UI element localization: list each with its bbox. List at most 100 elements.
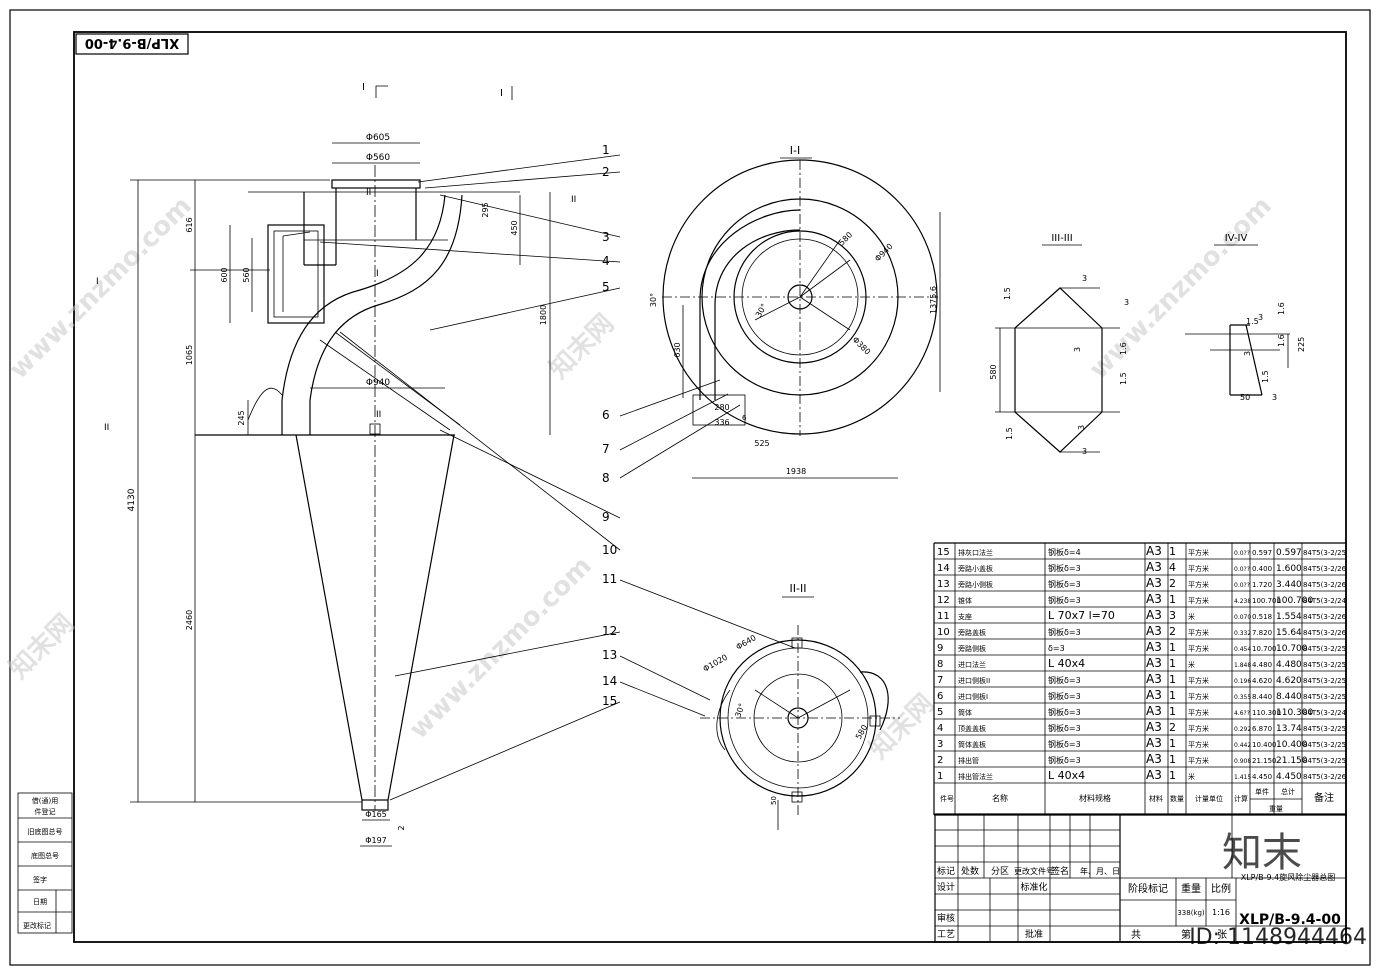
bom-cell-calc: 0.908 bbox=[1234, 758, 1251, 765]
bom-cell-name: 旁路盖板 bbox=[958, 628, 986, 637]
bom-cell-unit: 平方米 bbox=[1188, 692, 1209, 701]
bom-cell-code: 84T5(3-2/26 bbox=[1303, 581, 1347, 589]
bom-cell-name: 旁路小盖板 bbox=[958, 564, 993, 573]
dim-s16: 1.6 bbox=[1277, 302, 1286, 315]
bom-header-unit: 计量单位 bbox=[1195, 794, 1223, 803]
bom-cell-code: 84T5(3-2/24 bbox=[1303, 597, 1347, 605]
bom-cell-no: 4 bbox=[937, 723, 943, 734]
bom-cell-unit: 平方米 bbox=[1188, 596, 1209, 605]
bom-cell-total-weight: 100.700 bbox=[1276, 596, 1313, 606]
bom-cell-spec: 钢板δ=3 bbox=[1048, 739, 1081, 749]
bom-header-calc: 计算 bbox=[1234, 794, 1248, 803]
bom-cell-calc: 0.332 bbox=[1234, 630, 1251, 637]
title-block: 标记 处数 分区 更改文件号 签名 年、月、日 设计 标准化 审核 工艺 批准 … bbox=[934, 813, 1347, 943]
bom-cell-qty: 1 bbox=[1169, 753, 1176, 766]
dim-s3: 3 bbox=[1082, 274, 1087, 283]
dim-h560: 560 bbox=[242, 267, 251, 282]
bom-cell-qty: 1 bbox=[1169, 545, 1176, 558]
watermark-text: 知末网 bbox=[4, 609, 80, 685]
dim-s225: 225 bbox=[1297, 337, 1306, 352]
bom-cell-spec: L 70x7 l=70 bbox=[1048, 609, 1115, 622]
section-title-I-I: I-I bbox=[790, 144, 800, 157]
callout-15: 15 bbox=[602, 694, 617, 708]
dim-h245: 245 bbox=[237, 410, 246, 425]
bom-cell-total-weight: 1.554 bbox=[1276, 612, 1302, 622]
bom-cell-calc: 0.0?? bbox=[1234, 566, 1250, 573]
bom-cell-total-weight: 13.74 bbox=[1276, 724, 1302, 734]
bom-cell-unit: 平方米 bbox=[1188, 740, 1209, 749]
bom-cell-calc: 0.0?? bbox=[1234, 582, 1250, 589]
bom-cell-name: 进口侧板II bbox=[958, 676, 990, 685]
bom-header-no: 件号 bbox=[940, 794, 954, 803]
bom-cell-unit: 平方米 bbox=[1188, 676, 1209, 685]
bom-cell-unit-weight: 100.700 bbox=[1252, 597, 1281, 605]
bom-cell-spec: 钢板δ=3 bbox=[1048, 595, 1081, 605]
dim-r30b: 30° bbox=[733, 702, 746, 718]
callout-14: 14 bbox=[602, 674, 617, 688]
bom-cell-qty: 2 bbox=[1169, 625, 1176, 638]
inner-frame bbox=[73, 31, 1347, 943]
bom-cell-spec: 钢板δ=3 bbox=[1048, 579, 1081, 589]
bom-cell-no: 9 bbox=[937, 643, 943, 654]
dim-h4130: 4130 bbox=[127, 488, 137, 511]
bom-cell-unit-weight: 4.620 bbox=[1252, 677, 1272, 685]
bom-cell-unit: 平方米 bbox=[1188, 628, 1209, 637]
bom-cell-total-weight: 15.64 bbox=[1276, 628, 1302, 638]
dim-s15: 1.5 bbox=[1005, 427, 1014, 440]
dim-d640: Φ640 bbox=[735, 633, 758, 652]
bom-cell-material: A3 bbox=[1146, 576, 1162, 590]
bom-cell-total-weight: 10.700 bbox=[1276, 644, 1308, 654]
tb-review: 审核 bbox=[937, 912, 955, 924]
tb-zone: 分区 bbox=[991, 866, 1009, 877]
bom-cell-spec: L 40x4 bbox=[1048, 769, 1085, 782]
section-mark-II: II bbox=[376, 410, 381, 420]
bom-cell-code: 84T5(3-2/25 bbox=[1303, 741, 1346, 749]
callouts: 1 2 3 4 5 6 7 8 9 10 11 12 13 14 15 bbox=[319, 143, 796, 801]
bom-cell-no: 7 bbox=[937, 675, 943, 686]
bom-cell-name: 排出管法兰 bbox=[958, 772, 993, 781]
bom-cell-qty: 1 bbox=[1169, 705, 1176, 718]
dim-w1375: 1375.6 bbox=[929, 286, 938, 314]
bom-cell-unit-weight: 4.480 bbox=[1252, 661, 1272, 669]
bom-cell-no: 15 bbox=[937, 547, 950, 558]
bom-cell-name: 锥体 bbox=[958, 596, 972, 605]
bom-header-qty: 数量 bbox=[1170, 794, 1184, 803]
dim-w525: 525 bbox=[754, 439, 769, 448]
bom-cell-name: 进口侧板I bbox=[958, 692, 988, 701]
dim-d605: Φ605 bbox=[366, 133, 390, 143]
dim-s16: 1.6 bbox=[1277, 334, 1286, 347]
bom-cell-material: A3 bbox=[1146, 720, 1162, 734]
bom-cell-total-weight: 4.480 bbox=[1276, 660, 1302, 670]
dim-h616: 616 bbox=[185, 217, 194, 232]
bom-cell-code: 84T5(3-2/24 bbox=[1303, 709, 1347, 717]
bom-cell-spec: 钢板δ=4 bbox=[1048, 547, 1081, 557]
drawing-number: XLP/B-9.4-00 bbox=[1239, 912, 1341, 928]
bom-cell-calc: 0.355 bbox=[1234, 694, 1251, 701]
bom-cell-qty: 4 bbox=[1169, 561, 1176, 574]
tb-change-doc: 更改文件号 bbox=[1014, 866, 1054, 876]
section-title-III-III: III-III bbox=[1051, 233, 1072, 244]
bom-cell-unit-weight: 8.440 bbox=[1252, 693, 1272, 701]
bom-cell-no: 5 bbox=[937, 707, 943, 718]
bom-cell-material: A3 bbox=[1146, 544, 1162, 558]
left-block-label: 借(通)用 bbox=[32, 796, 58, 805]
bom-cell-name: 旁路小侧板 bbox=[958, 580, 993, 589]
section-mark-II: II bbox=[104, 423, 109, 433]
bom-cell-spec: 钢板δ=3 bbox=[1048, 563, 1081, 573]
tb-marks: 标记 bbox=[937, 865, 955, 877]
bom-cell-no: 13 bbox=[937, 579, 950, 590]
bom-cell-material: A3 bbox=[1146, 640, 1162, 654]
bom-cell-unit-weight: 0.400 bbox=[1252, 565, 1272, 573]
callout-5: 5 bbox=[602, 280, 610, 294]
bom-cell-material: A3 bbox=[1146, 768, 1162, 782]
dim-w630: 630 bbox=[673, 342, 682, 357]
dim-d580: 580 bbox=[837, 230, 854, 247]
tb-date: 年、月、日 bbox=[1080, 866, 1120, 876]
section-view-III-III: III-III 580 1.5 1.5 1.5 1.6 3 3 3 3 3 bbox=[989, 233, 1129, 456]
bom-cell-qty: 2 bbox=[1169, 577, 1176, 590]
bom-cell-total-weight: 10.400 bbox=[1276, 740, 1308, 750]
bom-cell-code: 84T5(3-2/25 bbox=[1303, 693, 1346, 701]
bom-cell-no: 10 bbox=[937, 627, 950, 638]
bom-cell-spec: 钢板δ=3 bbox=[1048, 627, 1081, 637]
section-mark-I: I bbox=[362, 82, 365, 93]
